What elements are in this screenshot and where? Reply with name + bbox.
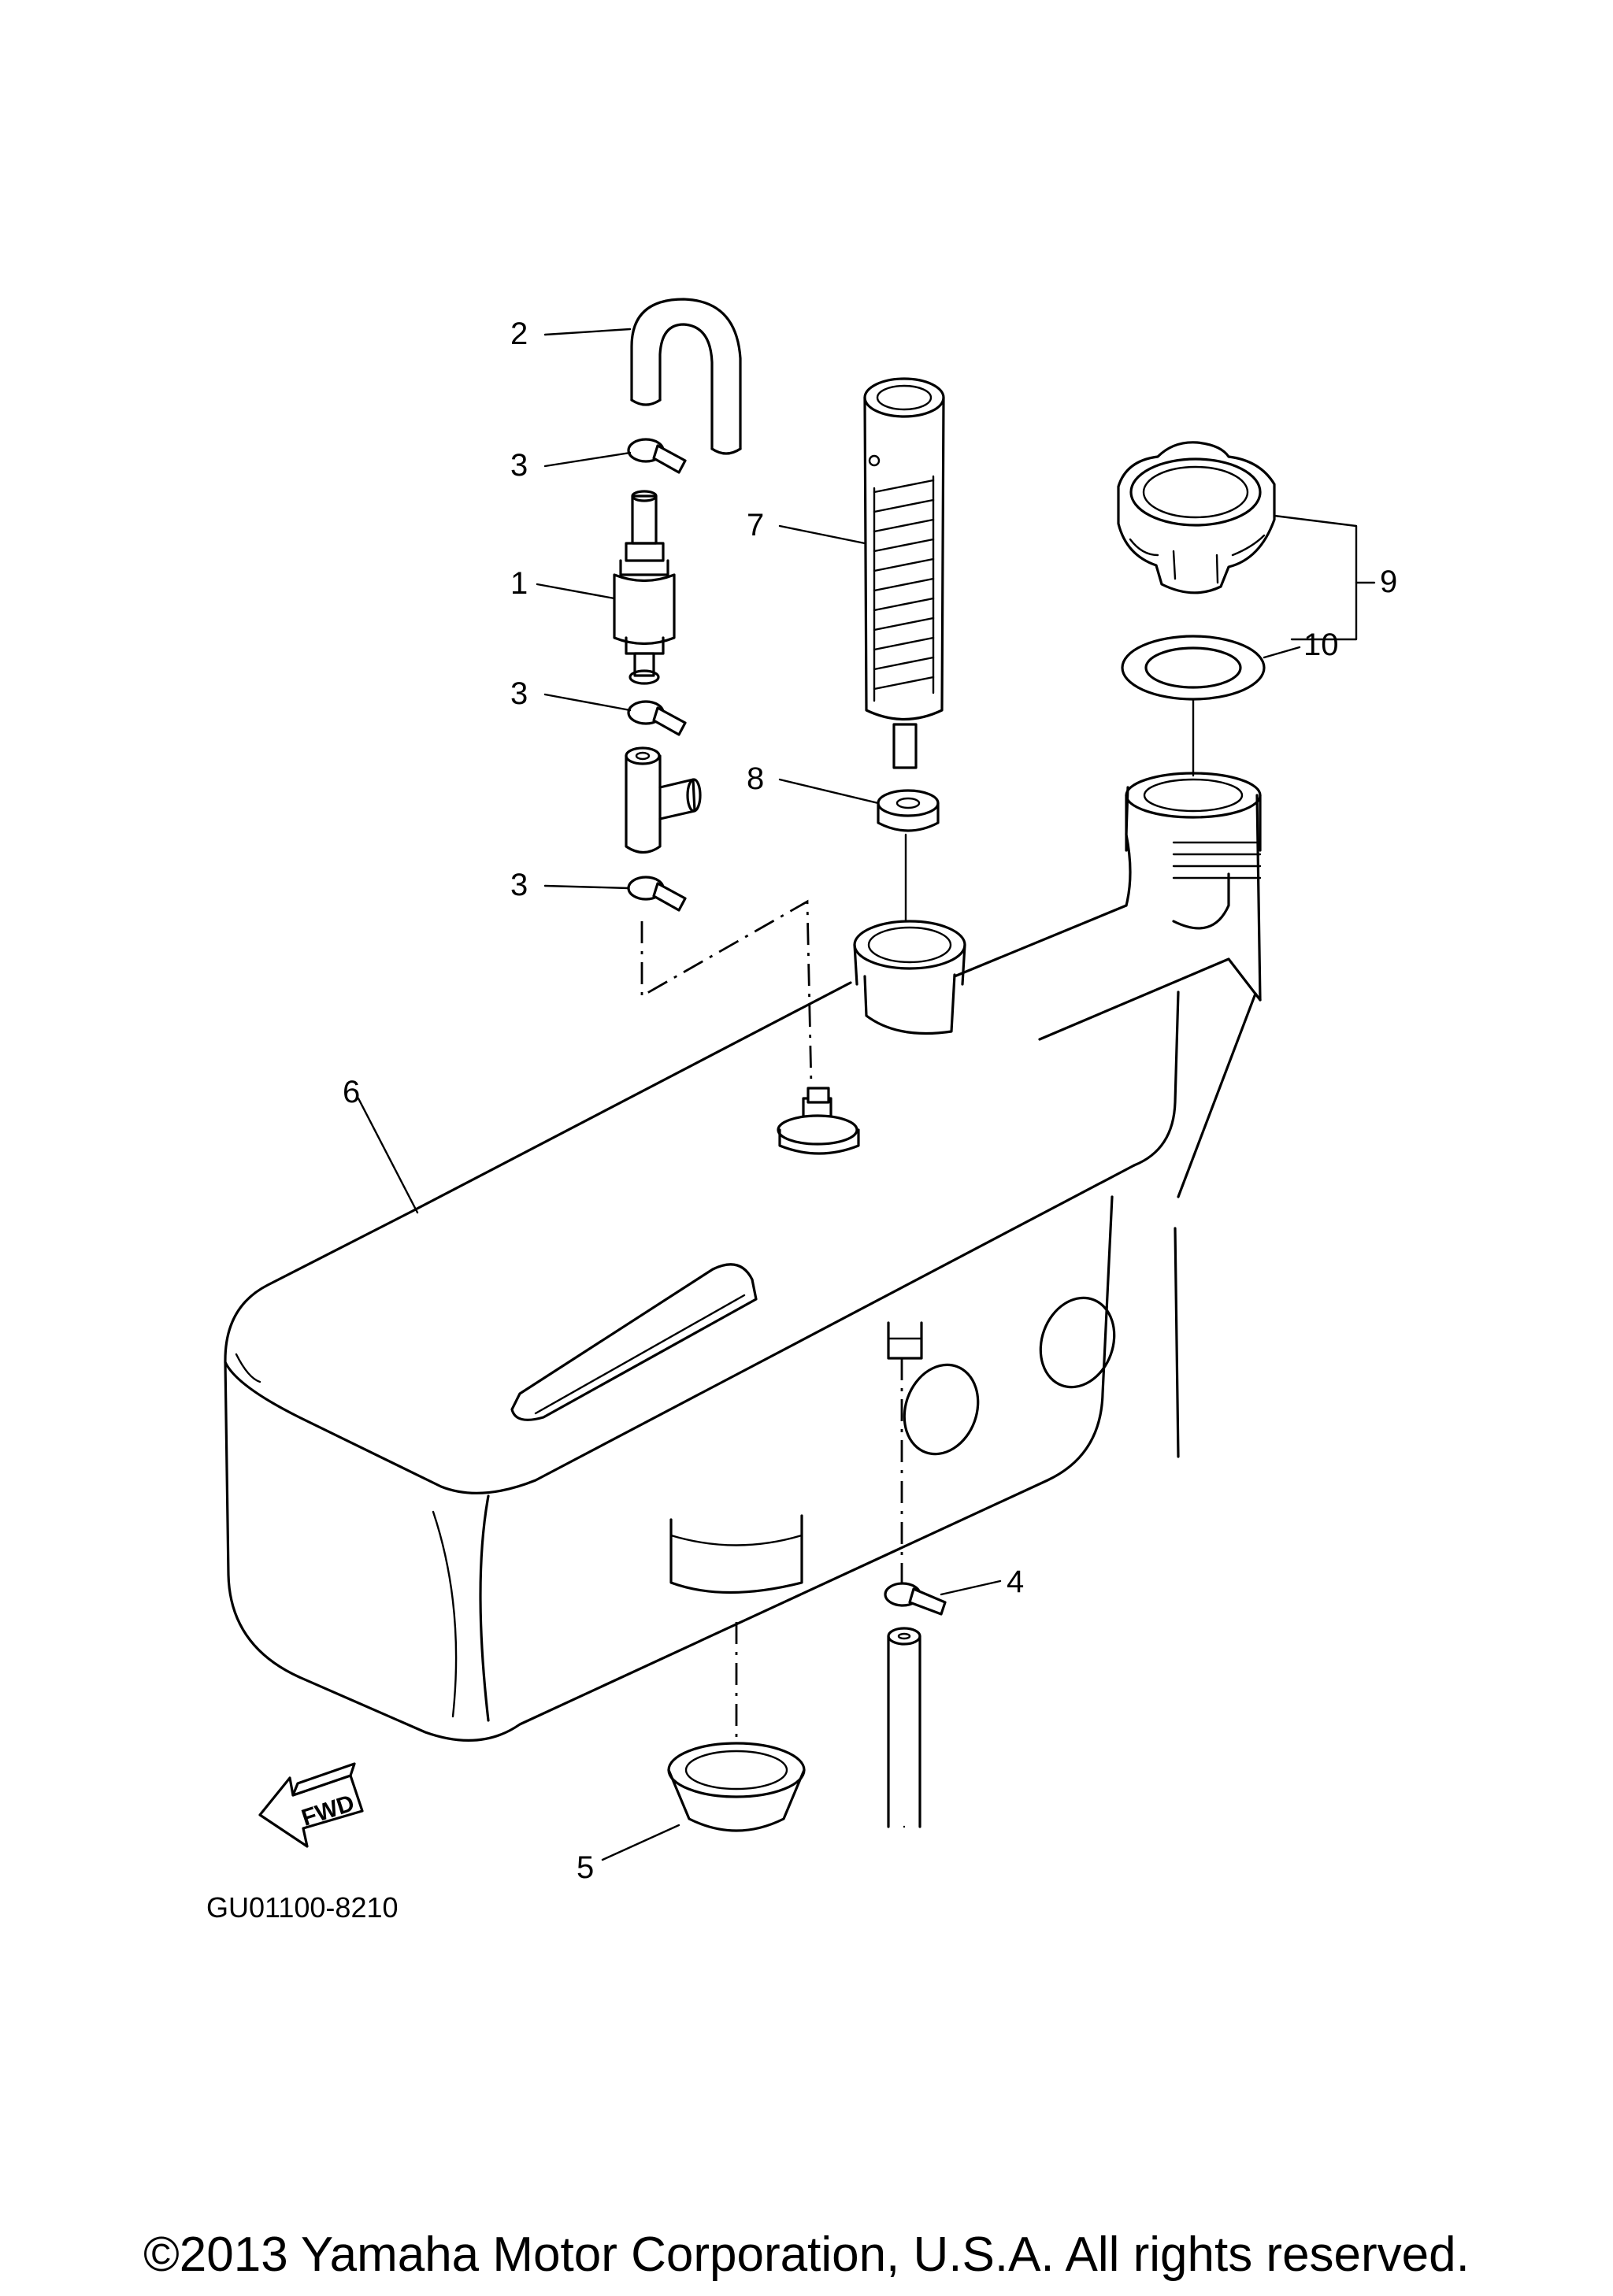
assembly-lines [640, 699, 1195, 1828]
strainer-neck [853, 920, 966, 986]
callout-3c: 3 [510, 868, 528, 902]
callout-10: 10 [1303, 628, 1339, 662]
drain-cap [667, 1742, 806, 1832]
callout-4: 4 [1007, 1565, 1024, 1599]
callout-7: 7 [747, 508, 764, 543]
callout-8: 8 [747, 761, 764, 796]
bottom-hose-clip [884, 1582, 947, 1616]
forward-arrow-icon: FWD [258, 1762, 364, 1848]
cap-gasket [1121, 635, 1266, 701]
callout-1: 1 [510, 566, 528, 601]
fuel-strainer [863, 377, 945, 769]
callout-numbers: 2 3 1 3 3 7 8 9 10 6 4 5 [343, 317, 1397, 1885]
leader-lines [357, 328, 1376, 1861]
fuel-filter [613, 490, 676, 685]
t-joint [625, 746, 702, 854]
diagram-code: GU01100-8210 [206, 1891, 399, 1924]
callout-2: 2 [510, 317, 528, 351]
copyright-notice: ©2013 Yamaha Motor Corporation, U.S.A. A… [143, 2227, 1470, 2282]
callout-5: 5 [577, 1850, 594, 1885]
hose-clip-top [627, 438, 687, 474]
callout-9: 9 [1380, 565, 1397, 599]
fuel-cap [1117, 441, 1276, 594]
strainer-grommet [877, 789, 940, 832]
hose-clip-middle [627, 700, 687, 736]
filler-neck [1125, 772, 1262, 880]
callout-3b: 3 [510, 676, 528, 711]
bottom-hose [887, 1627, 921, 1828]
callout-3a: 3 [510, 448, 528, 483]
callout-6: 6 [343, 1075, 360, 1109]
u-hose [630, 298, 742, 455]
fuel-tank [224, 786, 1262, 1742]
hose-clip-lower [627, 876, 687, 912]
